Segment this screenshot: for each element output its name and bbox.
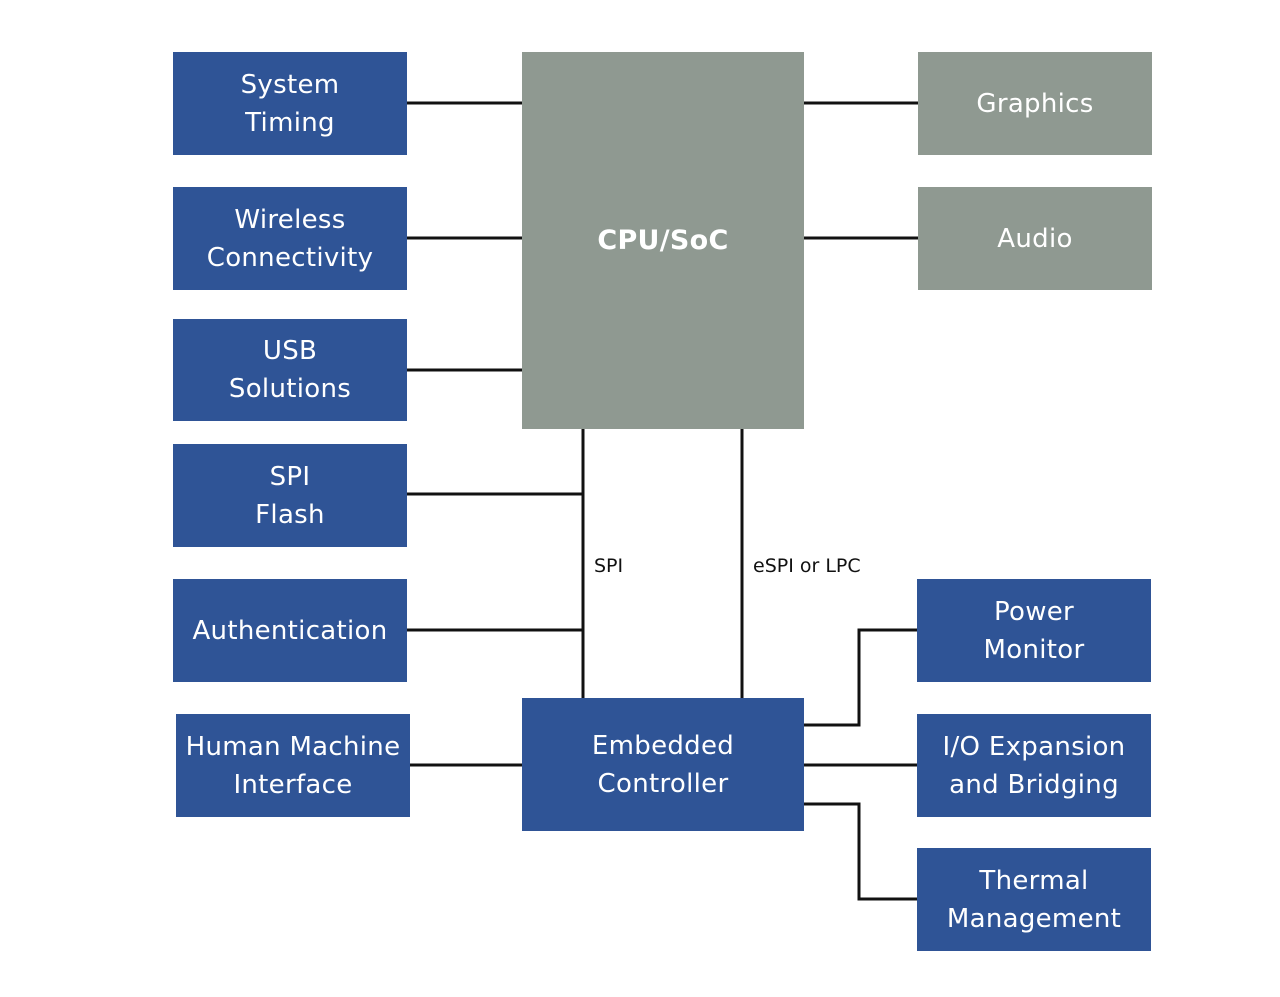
thermal-label-1: Thermal bbox=[979, 865, 1089, 896]
hmi-label-1: Human Machine bbox=[185, 731, 401, 762]
power-monitor-label-2: Monitor bbox=[983, 634, 1085, 665]
graphics-label: Graphics bbox=[976, 88, 1094, 119]
thermal-management-block: Thermal Management bbox=[917, 848, 1151, 951]
authentication-label: Authentication bbox=[192, 615, 388, 646]
io-expansion-label-2: and Bridging bbox=[949, 769, 1119, 800]
system-timing-block: System Timing bbox=[173, 52, 407, 155]
io-expansion-block: I/O Expansion and Bridging bbox=[917, 714, 1151, 817]
wireless-label-1: Wireless bbox=[234, 204, 346, 235]
spi-bus-label: SPI bbox=[594, 555, 624, 577]
io-expansion-label-1: I/O Expansion bbox=[942, 731, 1126, 762]
ec-label-1: Embedded bbox=[591, 730, 735, 761]
spi-flash-block: SPI Flash bbox=[173, 444, 407, 547]
usb-solutions-block: USB Solutions bbox=[173, 319, 407, 421]
connector-power-monitor bbox=[804, 628, 917, 727]
wireless-label-2: Connectivity bbox=[206, 242, 374, 273]
embedded-controller-block: Embedded Controller bbox=[522, 698, 804, 831]
spi-flash-label-1: SPI bbox=[269, 461, 311, 492]
audio-label: Audio bbox=[997, 223, 1073, 254]
system-timing-label-1: System bbox=[240, 69, 340, 100]
cpu-soc-label: CPU/SoC bbox=[597, 224, 729, 256]
usb-label-1: USB bbox=[262, 336, 318, 366]
usb-label-2: Solutions bbox=[228, 374, 352, 404]
spi-flash-label-2: Flash bbox=[255, 499, 325, 530]
system-timing-label-2: Timing bbox=[245, 107, 335, 138]
ec-label-2: Controller bbox=[597, 768, 729, 799]
human-machine-interface-block: Human Machine Interface bbox=[176, 714, 410, 817]
connector-thermal bbox=[804, 802, 917, 901]
thermal-label-2: Management bbox=[946, 903, 1122, 934]
power-monitor-block: Power Monitor bbox=[917, 579, 1151, 682]
graphics-block: Graphics bbox=[918, 52, 1152, 155]
hmi-label-2: Interface bbox=[233, 769, 353, 800]
power-monitor-label-1: Power bbox=[993, 596, 1075, 627]
cpu-soc-block: CPU/SoC bbox=[522, 52, 804, 429]
wireless-connectivity-block: Wireless Connectivity bbox=[173, 187, 407, 290]
audio-block: Audio bbox=[918, 187, 1152, 290]
authentication-block: Authentication bbox=[173, 579, 407, 682]
espi-bus-label: eSPI or LPC bbox=[753, 555, 861, 577]
